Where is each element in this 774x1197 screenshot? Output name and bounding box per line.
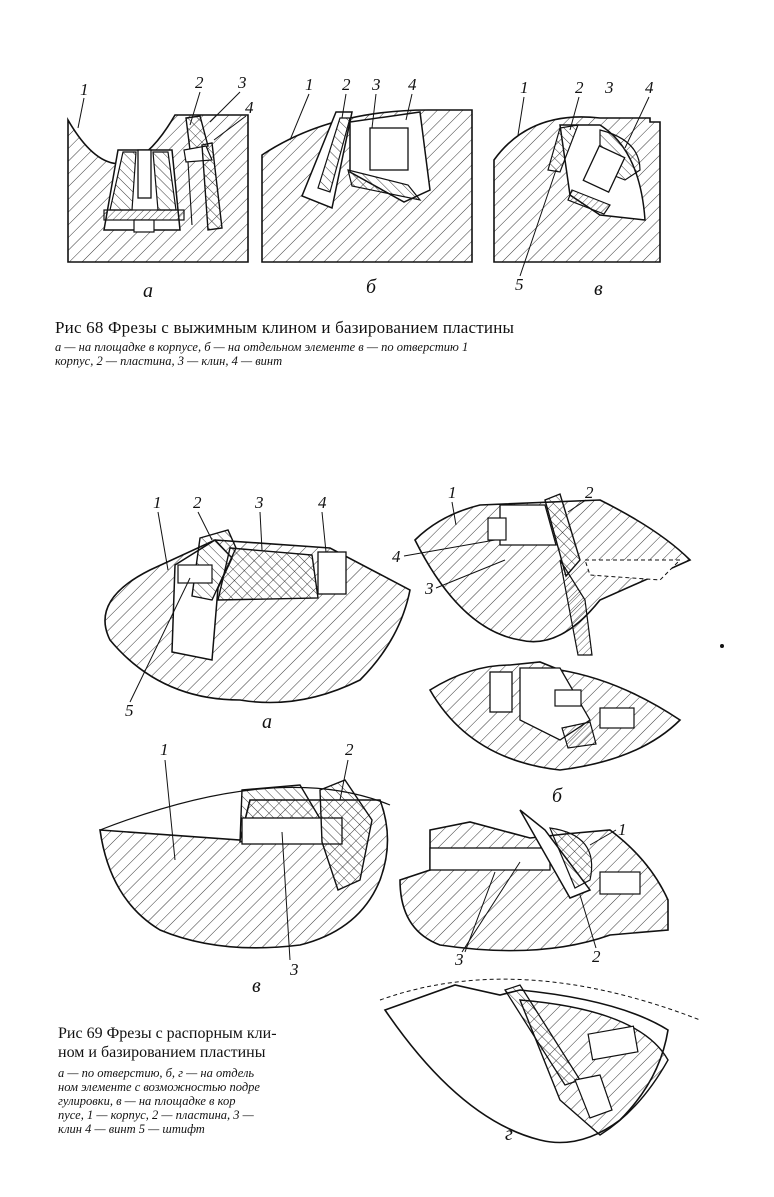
label-1: 1 (153, 493, 162, 512)
label-3: 3 (289, 960, 299, 979)
fig69-caption-line2: ном элементе с возможностью подре (58, 1080, 260, 1094)
label-2: 2 (345, 740, 354, 759)
label-1: 1 (160, 740, 169, 759)
fig68-caption-title: Рис 68 Фрезы с выжимным клином и базиров… (55, 318, 515, 337)
fig69-caption-title2: ном и базированием пластины (58, 1044, 266, 1061)
label-3: 3 (604, 78, 614, 97)
label-4: 4 (318, 493, 327, 512)
fig69-panel-v-labels: 1 2 3 в (160, 740, 354, 997)
fig68-panel-b-labels: 1 2 3 4 б (289, 75, 417, 298)
label-2: 2 (585, 483, 594, 502)
sublabel-b: б (366, 276, 377, 298)
fig68-panel-b (261, 109, 473, 263)
label-2: 2 (195, 73, 204, 92)
sublabel-b: б (552, 785, 563, 807)
label-1: 1 (448, 483, 457, 502)
label-4: 4 (245, 98, 254, 117)
fig69-caption-line5: клин 4 — винт 5 — штифт (58, 1122, 205, 1136)
sublabel-v: в (252, 975, 261, 997)
fig69-caption-line1: а — по отверстию, б, г — на отдель (58, 1066, 255, 1080)
fig68-panel-a (67, 114, 249, 263)
label-3: 3 (371, 75, 381, 94)
label-1: 1 (80, 80, 89, 99)
label-1: 1 (305, 75, 314, 94)
label-5: 5 (515, 275, 524, 294)
fig68-panel-v-labels: 1 2 3 4 5 в (515, 78, 654, 300)
fig69-panel-a (104, 529, 411, 704)
fig69-panel-g-upper (399, 809, 669, 952)
fig69-panel-g-labels: 1 2 3 г (454, 820, 627, 1145)
fig69-panel-b-top (414, 493, 692, 656)
fig69-panel-b-bottom (428, 661, 682, 771)
label-1: 1 (520, 78, 529, 97)
label-1: 1 (618, 820, 627, 839)
label-3: 3 (237, 73, 247, 92)
fig69-caption-title1: Рис 69 Фрезы с распорным кли- (58, 1025, 277, 1042)
label-4: 4 (408, 75, 417, 94)
fig69-panel-b-labels: 1 2 3 4 б (392, 483, 594, 807)
fig69-caption-line3: гулировки, в — на площадке в кор (58, 1094, 236, 1108)
fig68-caption-line2: корпус, 2 — пластина, 3 — клин, 4 — винт (55, 354, 283, 368)
fig68-panel-v (493, 116, 661, 263)
sublabel-a: а (262, 711, 272, 733)
fig69-panel-g-lower (379, 978, 701, 1144)
sublabel-g: г (505, 1123, 513, 1145)
label-2: 2 (592, 947, 601, 966)
label-3: 3 (254, 493, 264, 512)
fig69-panel-v (99, 779, 391, 949)
label-2: 2 (193, 493, 202, 512)
label-3: 3 (454, 950, 464, 969)
fig69-caption-line4: пусе, 1 — корпус, 2 — пластина, 3 — (58, 1108, 254, 1122)
label-4: 4 (645, 78, 654, 97)
fig68-panel-a-labels: 1 2 3 4 а (77, 73, 254, 302)
stray-dot (720, 644, 724, 648)
label-5: 5 (125, 701, 134, 720)
fig68-caption-line1: а — на площадке в корпусе, б — на отдель… (55, 340, 469, 354)
label-3: 3 (424, 579, 434, 598)
fig69-panel-a-labels: 1 2 3 4 5 а (125, 493, 327, 733)
label-2: 2 (575, 78, 584, 97)
sublabel-a: а (143, 280, 153, 302)
sublabel-v: в (594, 278, 603, 300)
label-4: 4 (392, 547, 401, 566)
label-2: 2 (342, 75, 351, 94)
